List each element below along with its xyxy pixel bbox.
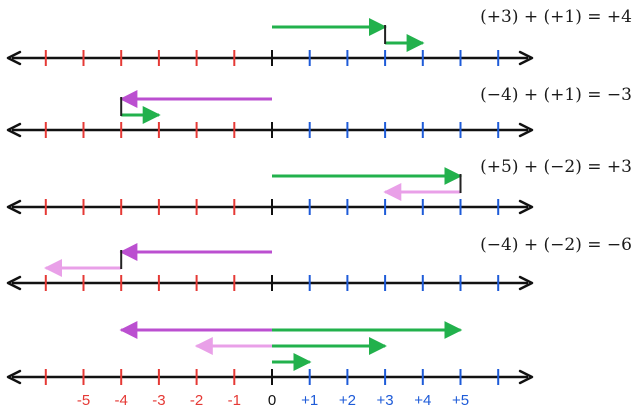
equations: (+3) + (+1) = +4 (−4) + (+1) = −3 (+5) +… — [480, 7, 632, 255]
tick-label: -4 — [115, 392, 128, 409]
tick-label: +1 — [301, 392, 318, 409]
right-arrow-head — [518, 275, 534, 291]
tick-label: -1 — [228, 392, 241, 409]
row-2-arrows — [119, 90, 272, 124]
axis-tick-labels: -5 -4 -3 -2 -1 0 +1 +2 +3 +4 +5 — [77, 392, 469, 409]
left-arrow-head — [6, 50, 22, 66]
left-arrow-head — [6, 122, 22, 138]
row-4-arrows — [43, 243, 272, 277]
movement-arrows — [43, 18, 463, 371]
row-1-arrows — [272, 18, 425, 52]
left-arrow-head — [6, 199, 22, 215]
right-arrow-head — [518, 122, 534, 138]
right-arrow-head — [518, 50, 534, 66]
equation-4: (−4) + (−2) = −6 — [480, 235, 632, 255]
left-arrow-head — [6, 275, 22, 291]
tick-label: +4 — [414, 392, 431, 409]
number-line-4 — [6, 275, 534, 291]
right-arrow-head — [518, 369, 534, 385]
tick-label: -2 — [190, 392, 203, 409]
right-arrow-head — [518, 199, 534, 215]
tick-label: +2 — [339, 392, 356, 409]
row-5-arrows — [119, 321, 463, 371]
tick-label: +3 — [377, 392, 394, 409]
equation-1: (+3) + (+1) = +4 — [480, 7, 632, 27]
equation-2: (−4) + (+1) = −3 — [480, 85, 632, 105]
equation-3: (+5) + (−2) = +3 — [480, 157, 632, 177]
left-arrow-head — [6, 369, 22, 385]
number-line-5 — [6, 369, 534, 385]
number-line-2 — [6, 122, 534, 138]
tick-label: +5 — [452, 392, 469, 409]
number-line-1 — [6, 50, 534, 66]
number-line-3 — [6, 199, 534, 215]
tick-label: -3 — [152, 392, 165, 409]
number-lines — [6, 50, 534, 385]
tick-label: -5 — [77, 392, 90, 409]
tick-label: 0 — [268, 392, 276, 409]
row-3-arrows — [272, 167, 463, 201]
